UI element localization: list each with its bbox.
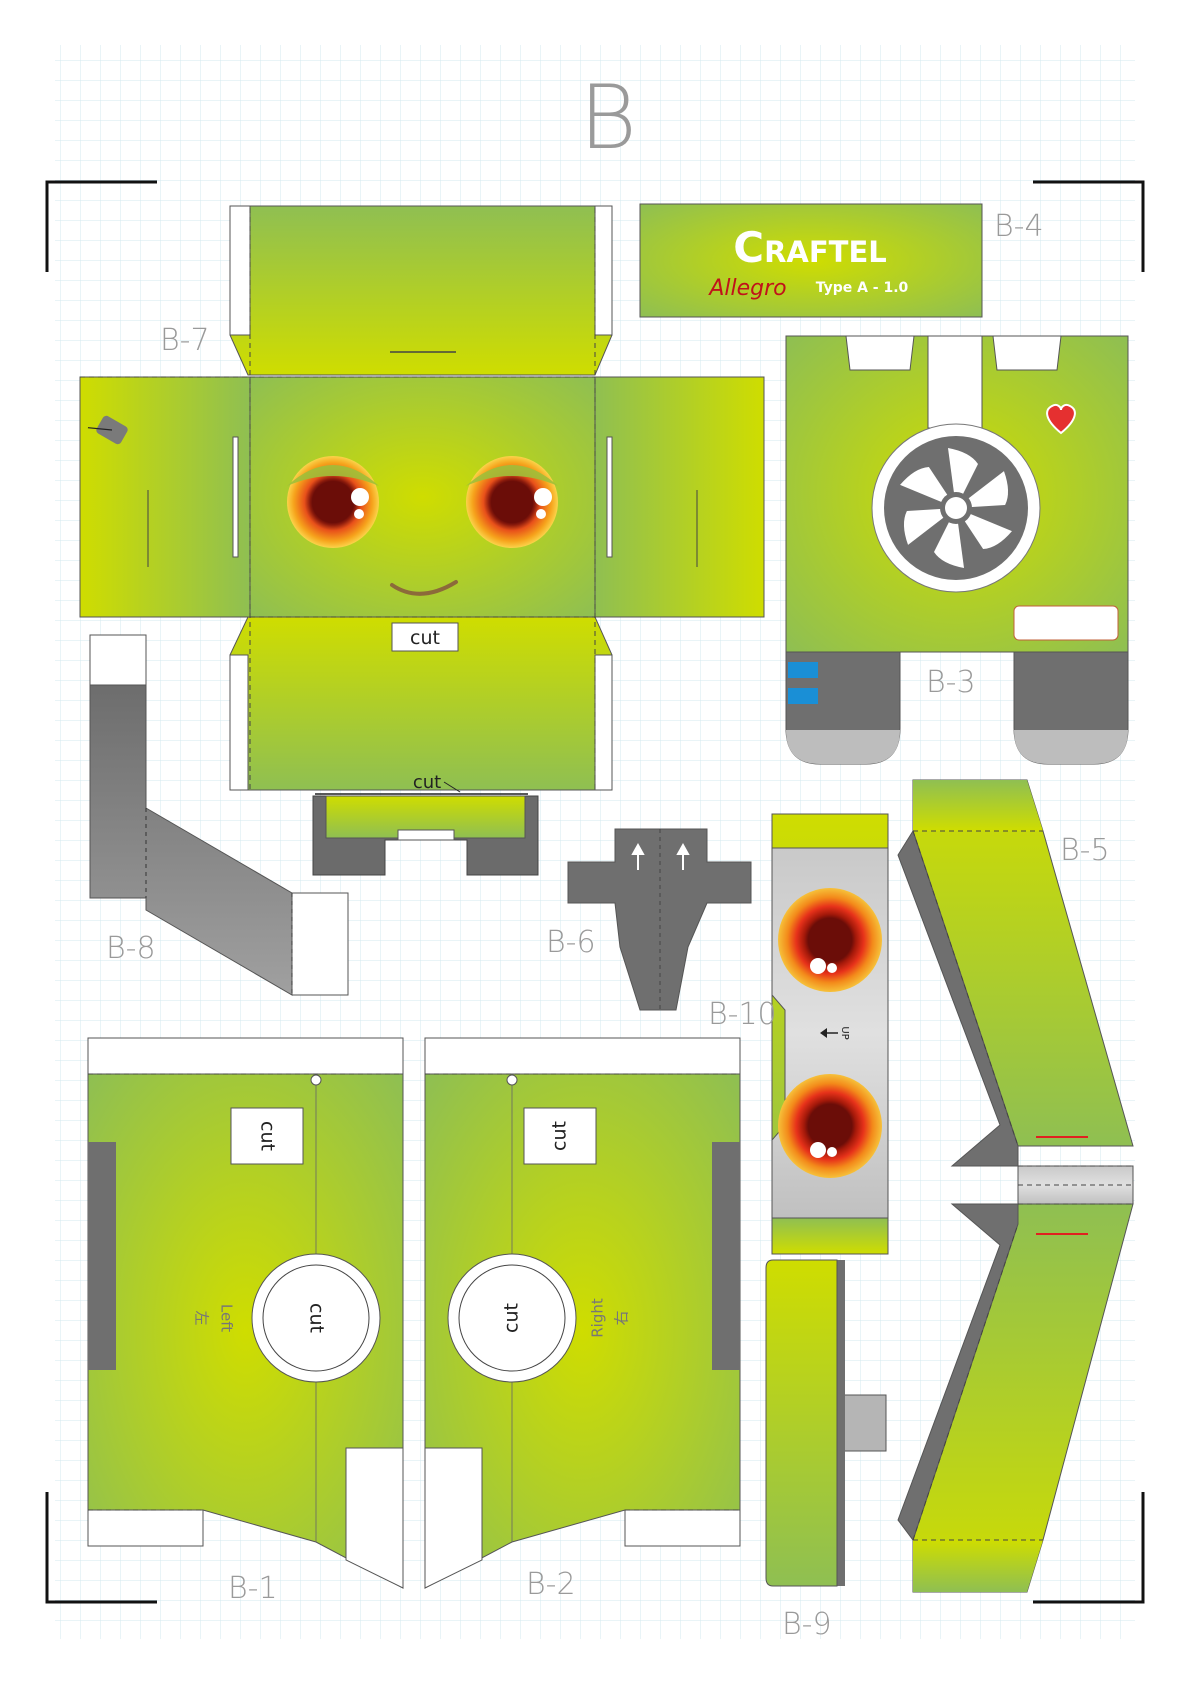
up-arrow-icon [820,1028,838,1038]
left-side-en: Left [218,1304,236,1332]
part-b5-long-strip [897,779,1134,1593]
mouth [390,580,458,596]
right-eye [466,456,558,548]
label-b1: B-1 [228,1571,278,1606]
label-b10: B-10 [708,997,777,1032]
part-b2-right-body: cut cut Right 右 [424,1037,741,1589]
part-b10-eye-strip: UP [771,813,889,1255]
label-b4: B-4 [994,209,1044,244]
head-cut-box-label: cut [410,627,440,649]
right-side-en: Right [589,1298,607,1338]
brand-name: Craftel [733,223,886,272]
label-b6: B-6 [546,925,596,960]
label-b5: B-5 [1060,833,1110,868]
part-b7-head-net: cut cut [79,205,765,876]
heart-icon [1046,403,1076,435]
left-eye [287,456,379,548]
label-b7: B-7 [160,323,210,358]
part-b6-connector [567,828,752,1011]
part-b4-logo-panel: Craftel Allegro Type A - 1.0 [639,203,983,318]
label-b3: B-3 [926,665,976,700]
fan-icon [871,423,1041,593]
left-body-cut-circle-label: cut [306,1303,328,1333]
part-b9-foot-strip [765,1259,887,1587]
part-b1-left-body: cut cut Left 左 [87,1037,404,1589]
model-version: Type A - 1.0 [816,280,909,296]
left-body-cut-box-label: cut [257,1121,279,1151]
head-cut-slot-label: cut [413,772,441,793]
label-b9: B-9 [782,1607,832,1642]
right-body-cut-box-label: cut [549,1121,571,1151]
part-b8-arm [89,634,349,996]
page-letter: B [579,66,637,169]
port-2 [788,688,818,704]
right-side-jp: 右 [613,1310,631,1325]
tab-marker-icon [87,415,128,445]
crop-marks [45,180,1145,1604]
up-text: UP [839,1026,850,1039]
label-b2: B-2 [526,1567,576,1602]
port-1 [788,662,818,678]
label-b8: B-8 [106,931,156,966]
left-side-jp: 左 [193,1310,211,1325]
model-name: Allegro [707,276,786,301]
arrow-up-icon [631,842,690,870]
part-b3-back-panel [785,335,1129,765]
right-body-cut-circle-label: cut [501,1303,523,1333]
